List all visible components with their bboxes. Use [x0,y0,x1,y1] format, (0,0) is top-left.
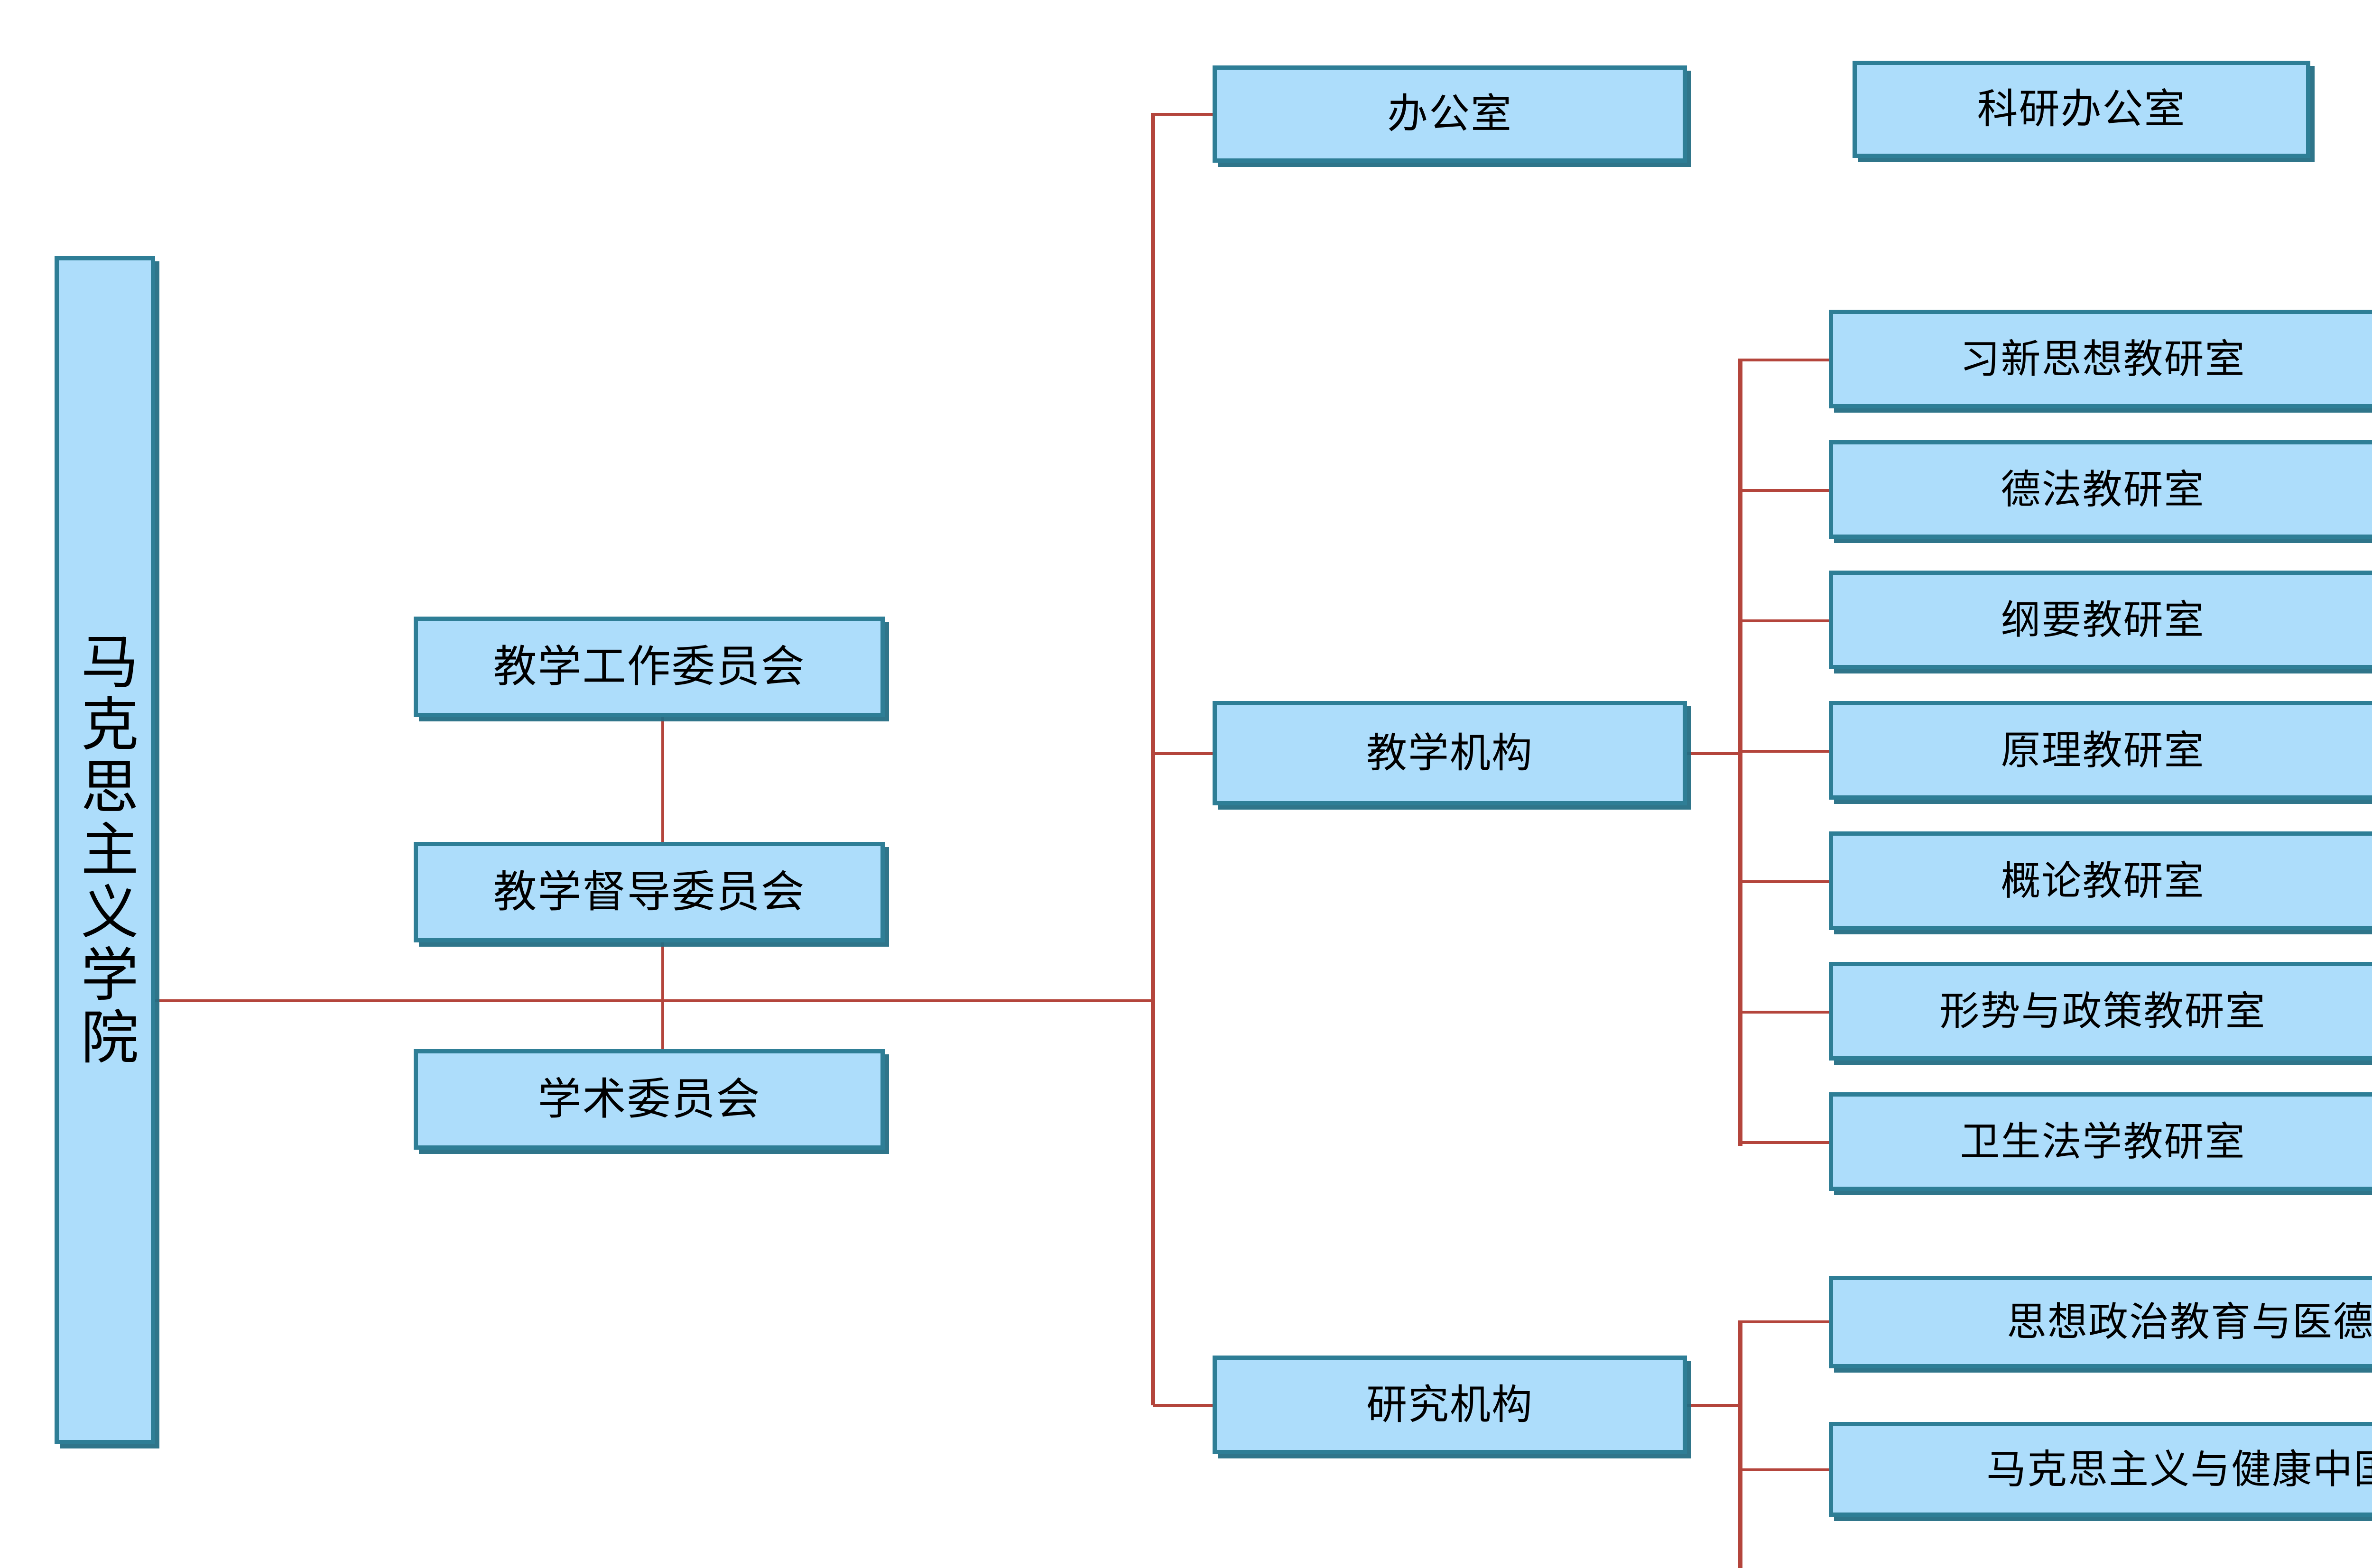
teaching-unit-principles[interactable]: 原理教研室 [1829,701,2372,800]
connector-teaching-leaf-7 [1740,1141,1830,1144]
connector-trunk-to-office [1153,113,1214,116]
teaching-unit-outline[interactable]: 纲要教研室 [1829,571,2372,669]
teaching-unit-health-law[interactable]: 卫生法学教研室 [1829,1092,2372,1191]
connector-root-spine [154,999,1155,1002]
teaching-unit-xi-new-thought[interactable]: 习新思想教研室 [1829,310,2372,408]
connector-main-trunk [1151,113,1155,1405]
branch-node-office[interactable]: 办公室 [1213,65,1687,163]
research-center-marxism-healthy-china[interactable]: 马克思主义与健康中国研究中心 [1829,1422,2372,1517]
committee-node-teaching-supervision[interactable]: 教学督导委员会 [414,842,885,942]
connector-teaching-leaf-4 [1740,750,1830,753]
teaching-unit-morality-law[interactable]: 德法教研室 [1829,440,2372,539]
connector-trunk-to-teaching-dept [1153,752,1214,755]
branch-node-teaching-institution[interactable]: 教学机构 [1213,701,1687,805]
committee-node-academic[interactable]: 学术委员会 [414,1049,885,1150]
branch-node-research-institution[interactable]: 研究机构 [1213,1356,1687,1454]
connector-teaching-leaf-1 [1740,359,1830,361]
connector-research-leaf-1 [1740,1320,1830,1323]
connector-teaching-dept-to-trunk [1684,752,1742,755]
committee-node-teaching-work[interactable]: 教学工作委员会 [414,617,885,717]
root-node-school[interactable]: 马克思主义学院 [55,256,155,1444]
connector-research-dept-to-trunk [1684,1404,1742,1407]
research-center-ideological-medical-ethics[interactable]: 思想政治教育与医德研究中心 [1829,1276,2372,1368]
connector-research-leaf-2 [1740,1468,1830,1471]
connector-teaching-leaf-5 [1740,880,1830,883]
connector-teaching-leaf-2 [1740,489,1830,492]
connector-teaching-leaf-3 [1740,619,1830,622]
connector-trunk-to-research-dept [1153,1404,1214,1407]
teaching-unit-introduction[interactable]: 概论教研室 [1829,831,2372,930]
standalone-node-research-office[interactable]: 科研办公室 [1853,61,2310,158]
teaching-unit-situation-policy[interactable]: 形势与政策教研室 [1829,962,2372,1061]
connector-teaching-leaf-6 [1740,1011,1830,1014]
connector-research-trunk [1738,1320,1742,1568]
